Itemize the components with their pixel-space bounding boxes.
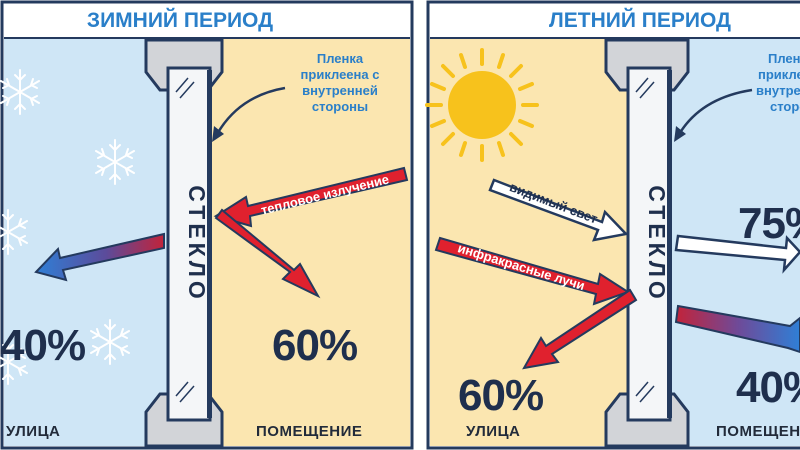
sun-icon bbox=[425, 48, 539, 162]
summer-note-line2: приклеена с bbox=[758, 67, 800, 82]
winter-outside-label: УЛИЦА bbox=[6, 423, 60, 440]
summer-window-frame: СТЕКЛО bbox=[604, 38, 690, 448]
summer-film bbox=[667, 70, 672, 418]
winter-panel: ЗИМНИЙ ПЕРИОД СТЕКЛО Пленка приклеена с … bbox=[0, 0, 414, 450]
summer-outside-label: УЛИЦА bbox=[466, 423, 520, 440]
winter-note-line3: внутренней bbox=[302, 83, 378, 98]
winter-note-line1: Пленка bbox=[317, 51, 364, 66]
winter-note-line4: стороны bbox=[312, 99, 368, 114]
winter-note-pointer bbox=[214, 86, 286, 137]
summer-panel: ЛЕТНИЙ ПЕРИОД bbox=[425, 0, 800, 450]
summer-title: ЛЕТНИЙ ПЕРИОД bbox=[549, 8, 731, 32]
summer-glass bbox=[626, 66, 672, 422]
summer-note-pointer bbox=[676, 88, 753, 137]
winter-room-area bbox=[194, 38, 410, 446]
winter-inside-label: ПОМЕЩЕНИЕ bbox=[256, 423, 362, 440]
summer-inside-label: ПОМЕЩЕНИЕ bbox=[716, 423, 800, 440]
winter-window-frame: СТЕКЛО bbox=[144, 38, 224, 448]
summer-note-line1: Пленка bbox=[768, 51, 800, 66]
summer-note-line3: внутренней bbox=[756, 83, 800, 98]
winter-glass bbox=[166, 66, 212, 422]
winter-film bbox=[207, 70, 212, 418]
winter-outside-percent: 40% bbox=[0, 321, 85, 370]
winter-inside-percent: 60% bbox=[272, 321, 357, 370]
summer-inside-percent-bottom: 40% bbox=[736, 363, 800, 412]
summer-passing-heat-arrow bbox=[674, 304, 800, 354]
summer-outside-percent: 60% bbox=[458, 371, 543, 420]
winter-glass-label: СТЕКЛО bbox=[184, 185, 210, 303]
summer-inside-percent-top: 75% bbox=[738, 199, 800, 248]
winter-note-line2: приклеена с bbox=[301, 67, 380, 82]
winter-reflected-arrow bbox=[214, 208, 321, 299]
winter-outgoing-arrow bbox=[34, 232, 165, 282]
summer-reflected-arrow bbox=[522, 288, 638, 370]
winter-title: ЗИМНИЙ ПЕРИОД bbox=[87, 8, 273, 32]
summer-glass-label: СТЕКЛО bbox=[644, 185, 670, 303]
summer-note-line4: стороны bbox=[770, 99, 800, 114]
summer-passing-visible-arrow bbox=[674, 234, 800, 274]
